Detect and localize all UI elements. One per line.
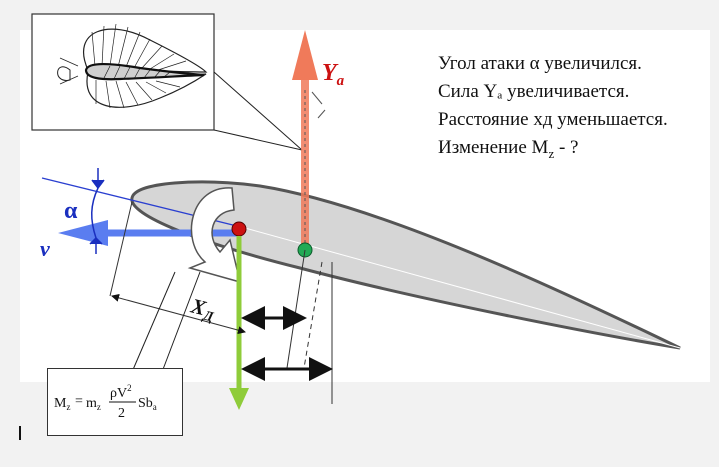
distance-label: XД bbox=[187, 293, 218, 325]
problem-statement: Угол атаки α увеличился. Сила Yₐ увеличи… bbox=[438, 50, 668, 168]
alpha-angle-mark bbox=[89, 168, 105, 254]
svg-text:=: = bbox=[75, 394, 83, 409]
svg-text:Mz: Mz bbox=[54, 396, 70, 412]
statement-line-3: Расстояние xд уменьшается. bbox=[438, 109, 668, 130]
moment-reference-point bbox=[231, 221, 247, 237]
alpha-label: α bbox=[64, 198, 78, 224]
statement-line-2: Сила Yₐ увеличивается. bbox=[438, 81, 630, 102]
moment-arrow bbox=[187, 187, 242, 284]
text-cursor bbox=[19, 426, 21, 440]
distance-dimension bbox=[111, 293, 246, 335]
statement-line-4: Изменение Mz - ? bbox=[438, 137, 579, 161]
svg-text:ρV2: ρV2 bbox=[110, 383, 132, 401]
lift-label: Ya bbox=[322, 60, 345, 89]
velocity-label: v bbox=[40, 236, 50, 261]
moment-formula: Mz = mz ρV2 2 Sba bbox=[47, 368, 183, 436]
lift-arrow bbox=[292, 30, 318, 80]
green-force-arrow bbox=[229, 388, 249, 410]
svg-text:2: 2 bbox=[118, 406, 125, 421]
pressure-distribution-inset bbox=[31, 13, 215, 131]
svg-text:mz: mz bbox=[86, 396, 101, 412]
svg-text:Sba: Sba bbox=[138, 396, 157, 412]
statement-line-1: Угол атаки α увеличился. bbox=[438, 53, 642, 74]
